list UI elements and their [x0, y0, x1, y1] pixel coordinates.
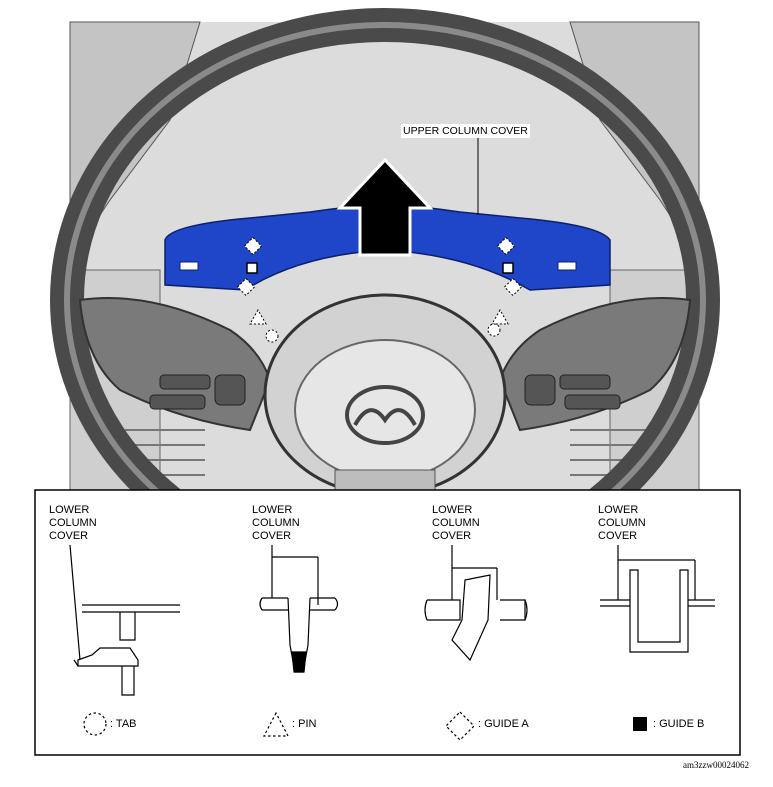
detail-label-line: COLUMN [252, 517, 300, 529]
guide-a-cross-section [424, 545, 528, 662]
detail-label-guide-a: LOWER COLUMN COVER [432, 504, 480, 543]
legend-guide-b-label: : GUIDE B [653, 718, 705, 730]
spoke-buttons-left [149, 374, 246, 410]
detail-label-line: COLUMN [432, 517, 480, 529]
detail-label-line: COVER [432, 530, 472, 542]
detail-label-line: LOWER [49, 504, 90, 516]
legend-guide-a-label: : GUIDE A [478, 718, 529, 730]
tab-marker-right [487, 323, 501, 337]
spoke-buttons-right [524, 374, 621, 410]
detail-label-line: COVER [252, 530, 292, 542]
detail-label-line: COLUMN [598, 517, 646, 529]
cover-slot-left [179, 261, 199, 271]
detail-label-guide-b: LOWER COLUMN COVER [598, 504, 646, 543]
pin-marker-right [491, 308, 509, 325]
detail-label-tab: LOWER COLUMN COVER [49, 504, 97, 543]
detail-label-line: COLUMN [49, 517, 97, 529]
guide-b-legend-icon [633, 717, 647, 731]
pin-marker-left [249, 308, 267, 325]
removal-direction-arrow-icon [336, 157, 434, 257]
guide-a-marker-left-2 [236, 277, 256, 297]
detail-label-line: COVER [49, 530, 89, 542]
legend-pin-label: : PIN [292, 718, 317, 730]
guide-b-marker-left [246, 262, 258, 274]
legend-tab-label: : TAB [110, 718, 137, 730]
figure-id: am3zzw00024062 [683, 760, 749, 770]
guide-a-legend-icon [445, 711, 475, 741]
upper-column-cover-label: UPPER COLUMN COVER [401, 124, 530, 138]
tab-cross-section [69, 544, 180, 696]
tab-legend-icon [83, 712, 107, 736]
detail-label-line: LOWER [252, 504, 293, 516]
detail-label-pin: LOWER COLUMN COVER [252, 504, 300, 543]
tab-marker-left [265, 329, 279, 343]
guide-b-cross-section [600, 545, 715, 653]
brand-emblem-icon [345, 385, 425, 445]
detail-label-line: LOWER [432, 504, 473, 516]
pin-cross-section [259, 545, 339, 673]
guide-b-marker-right [502, 262, 514, 274]
detail-label-line: LOWER [598, 504, 639, 516]
detail-label-line: COVER [598, 530, 638, 542]
cover-slot-right [557, 261, 577, 271]
brand-emblem-wing [353, 408, 417, 427]
